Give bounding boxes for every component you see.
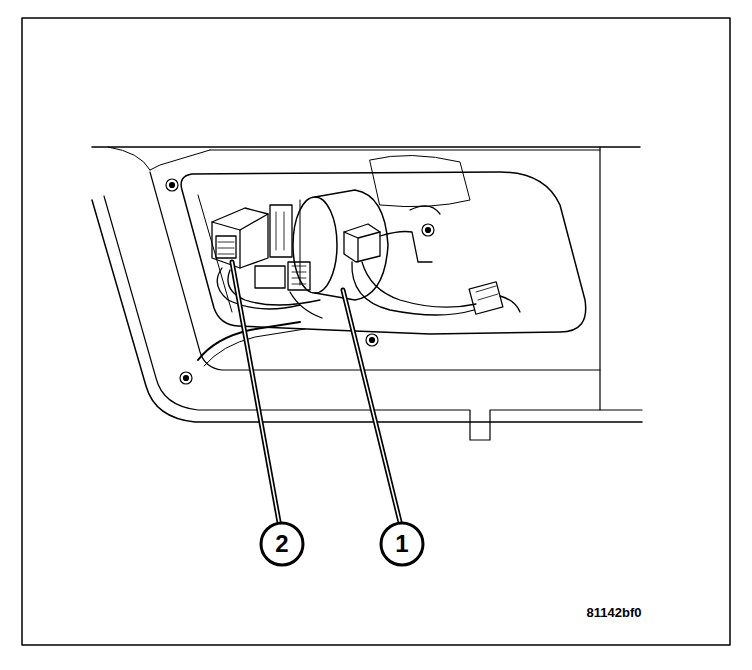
electrical-connector <box>255 262 310 290</box>
figure-id: 81142bf0 <box>587 605 642 620</box>
callout-circle <box>381 523 423 565</box>
leader-line <box>232 262 400 522</box>
screw <box>166 179 434 384</box>
wire <box>217 206 520 318</box>
callout-number: 2 <box>275 532 288 556</box>
figure-frame <box>22 18 730 645</box>
electrical-connector <box>212 205 292 268</box>
callout-circle <box>261 523 303 565</box>
callout-number: 1 <box>395 532 408 556</box>
electrical-connector <box>344 224 503 314</box>
